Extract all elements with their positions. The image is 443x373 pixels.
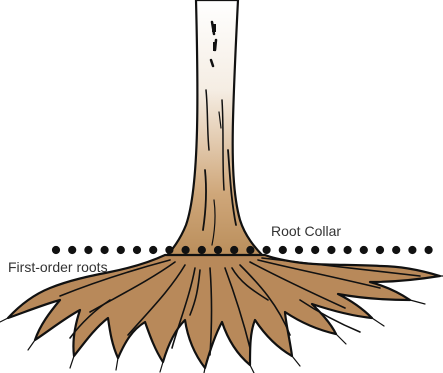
ground-dot bbox=[214, 246, 222, 254]
ground-dot bbox=[182, 246, 190, 254]
ground-dot bbox=[133, 246, 141, 254]
ground-dot bbox=[344, 246, 352, 254]
ground-dot bbox=[392, 246, 400, 254]
ground-dot bbox=[408, 246, 416, 254]
ground-dot bbox=[295, 246, 303, 254]
label-first-order-roots: First-order roots bbox=[8, 259, 108, 275]
label-root-collar: Root Collar bbox=[271, 223, 341, 239]
ground-dot bbox=[101, 246, 109, 254]
ground-dot bbox=[84, 246, 92, 254]
ground-dot bbox=[198, 246, 206, 254]
ground-dot bbox=[68, 246, 76, 254]
ground-dot bbox=[311, 246, 319, 254]
ground-dot bbox=[360, 246, 368, 254]
ground-dot bbox=[376, 246, 384, 254]
ground-dot bbox=[263, 246, 271, 254]
tree-trunk-icon bbox=[165, 0, 265, 258]
ground-dot bbox=[279, 246, 287, 254]
ground-dot bbox=[425, 246, 433, 254]
ground-dot bbox=[230, 246, 238, 254]
ground-dot bbox=[246, 246, 254, 254]
ground-dot bbox=[149, 246, 157, 254]
ground-dot bbox=[327, 246, 335, 254]
ground-dot bbox=[117, 246, 125, 254]
ground-dot bbox=[165, 246, 173, 254]
ground-dot bbox=[52, 246, 60, 254]
